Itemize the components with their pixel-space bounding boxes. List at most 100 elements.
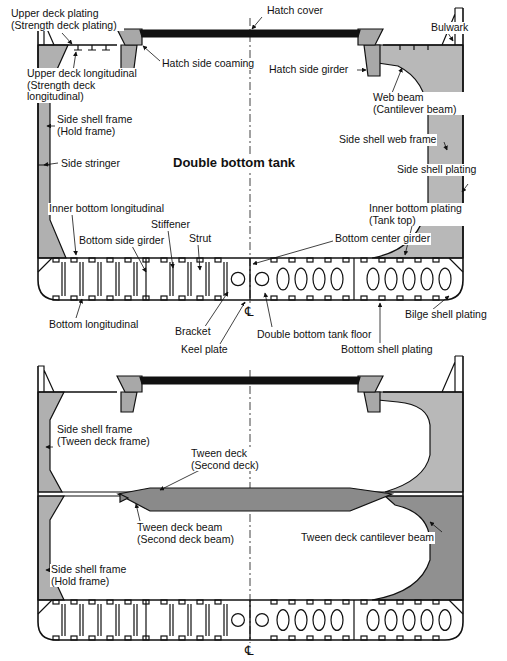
floor-detail [179, 636, 185, 640]
part-label: Bottom longitudinal [48, 319, 139, 331]
floor-detail [361, 258, 367, 262]
floor-detail [325, 636, 331, 640]
floor-detail [38, 258, 463, 272]
floor-detail [188, 262, 191, 296]
floor-detail [215, 258, 221, 262]
floor-detail [313, 268, 325, 290]
part-label: Bulwark [430, 22, 469, 34]
floor-detail [89, 636, 95, 640]
floor-detail [289, 600, 295, 604]
part-label: Inner bottom plating (Tank top) [368, 203, 478, 226]
floor-detail [161, 296, 167, 300]
floor-detail [271, 600, 277, 604]
floor-detail [397, 258, 403, 262]
floor-detail [331, 268, 343, 290]
floor-detail [289, 258, 295, 262]
floor-detail [331, 610, 343, 631]
floor-detail [415, 296, 421, 300]
floor-detail [71, 636, 77, 640]
floor-detail [433, 636, 439, 640]
floor-detail [295, 610, 307, 631]
floor-detail [361, 600, 367, 604]
floor-detail [231, 272, 244, 285]
part-label: Side stringer [60, 158, 121, 170]
floor-detail [125, 296, 131, 300]
floor-detail [397, 600, 403, 604]
floor-detail [361, 636, 367, 640]
floor-detail [116, 604, 119, 636]
floor-detail [143, 296, 149, 300]
floor-detail [206, 604, 209, 636]
part-label: Bottom center girder [334, 233, 431, 245]
part-label: Tween deck (Second deck) [190, 448, 284, 471]
floor-detail [71, 600, 77, 604]
floor-detail [197, 296, 203, 300]
floor-detail [232, 614, 245, 627]
floor-detail [289, 636, 295, 640]
floor-detail [367, 268, 379, 290]
part-label: Tween deck beam (Second deck beam) [136, 522, 238, 545]
floor-detail [107, 600, 113, 604]
floor-detail [415, 258, 421, 262]
floor-detail [224, 262, 227, 296]
floor-detail [433, 258, 439, 262]
floor-detail [161, 600, 167, 604]
floor-detail [143, 636, 149, 640]
floor-detail [53, 600, 59, 604]
floor-detail [71, 258, 77, 262]
floor-detail [271, 296, 277, 300]
floor-detail [215, 636, 221, 640]
floor-detail [397, 636, 403, 640]
floor-detail [415, 636, 421, 640]
floor-detail [107, 636, 113, 640]
floor-detail [224, 604, 227, 636]
floor-detail [277, 268, 289, 290]
floor-detail [179, 600, 185, 604]
part-label: Bilge shell plating [404, 309, 488, 321]
part-label: Bracket [174, 326, 212, 338]
floor-detail [295, 268, 307, 290]
floor-detail [271, 636, 277, 640]
floor-detail [53, 258, 59, 262]
part-label: Double bottom tank floor [256, 329, 372, 341]
floor-detail [62, 262, 65, 296]
floor-detail [197, 600, 203, 604]
part-label: Side shell frame (Hold frame) [50, 564, 144, 587]
floor-detail [307, 296, 313, 300]
floor-detail [307, 636, 313, 640]
part-label: Side shell web frame [338, 134, 437, 146]
floor-detail [379, 296, 385, 300]
part-label: Upper deck longitudinal (Strength deck l… [26, 68, 146, 103]
floor-detail [343, 600, 349, 604]
floor-detail [307, 600, 313, 604]
floor-detail [53, 636, 59, 640]
floor-detail [307, 258, 313, 262]
floor-detail [98, 262, 101, 296]
floor-detail [134, 262, 137, 296]
floor-detail [170, 604, 173, 636]
floor-detail [179, 258, 185, 262]
floor-detail [249, 600, 250, 640]
floor-detail [277, 610, 289, 631]
floor-detail [325, 600, 331, 604]
floor-detail [38, 600, 463, 614]
floor-detail [62, 604, 65, 636]
floor-detail [215, 600, 221, 604]
floor-detail [325, 258, 331, 262]
floor-detail [80, 262, 83, 296]
part-label: Hatch cover [266, 5, 324, 17]
part-label: Hatch side girder [268, 64, 349, 76]
floor-detail [256, 614, 269, 627]
floor-detail [421, 268, 433, 290]
floor-detail [343, 296, 349, 300]
floor-detail [116, 262, 119, 296]
floor-detail [53, 296, 59, 300]
floor-detail [125, 600, 131, 604]
floor-detail [215, 296, 221, 300]
floor-detail [143, 258, 149, 262]
floor-detail [98, 604, 101, 636]
floor-detail [249, 258, 250, 300]
part-label: Upper deck plating (Strength deck platin… [10, 8, 124, 31]
floor-detail [439, 268, 451, 290]
